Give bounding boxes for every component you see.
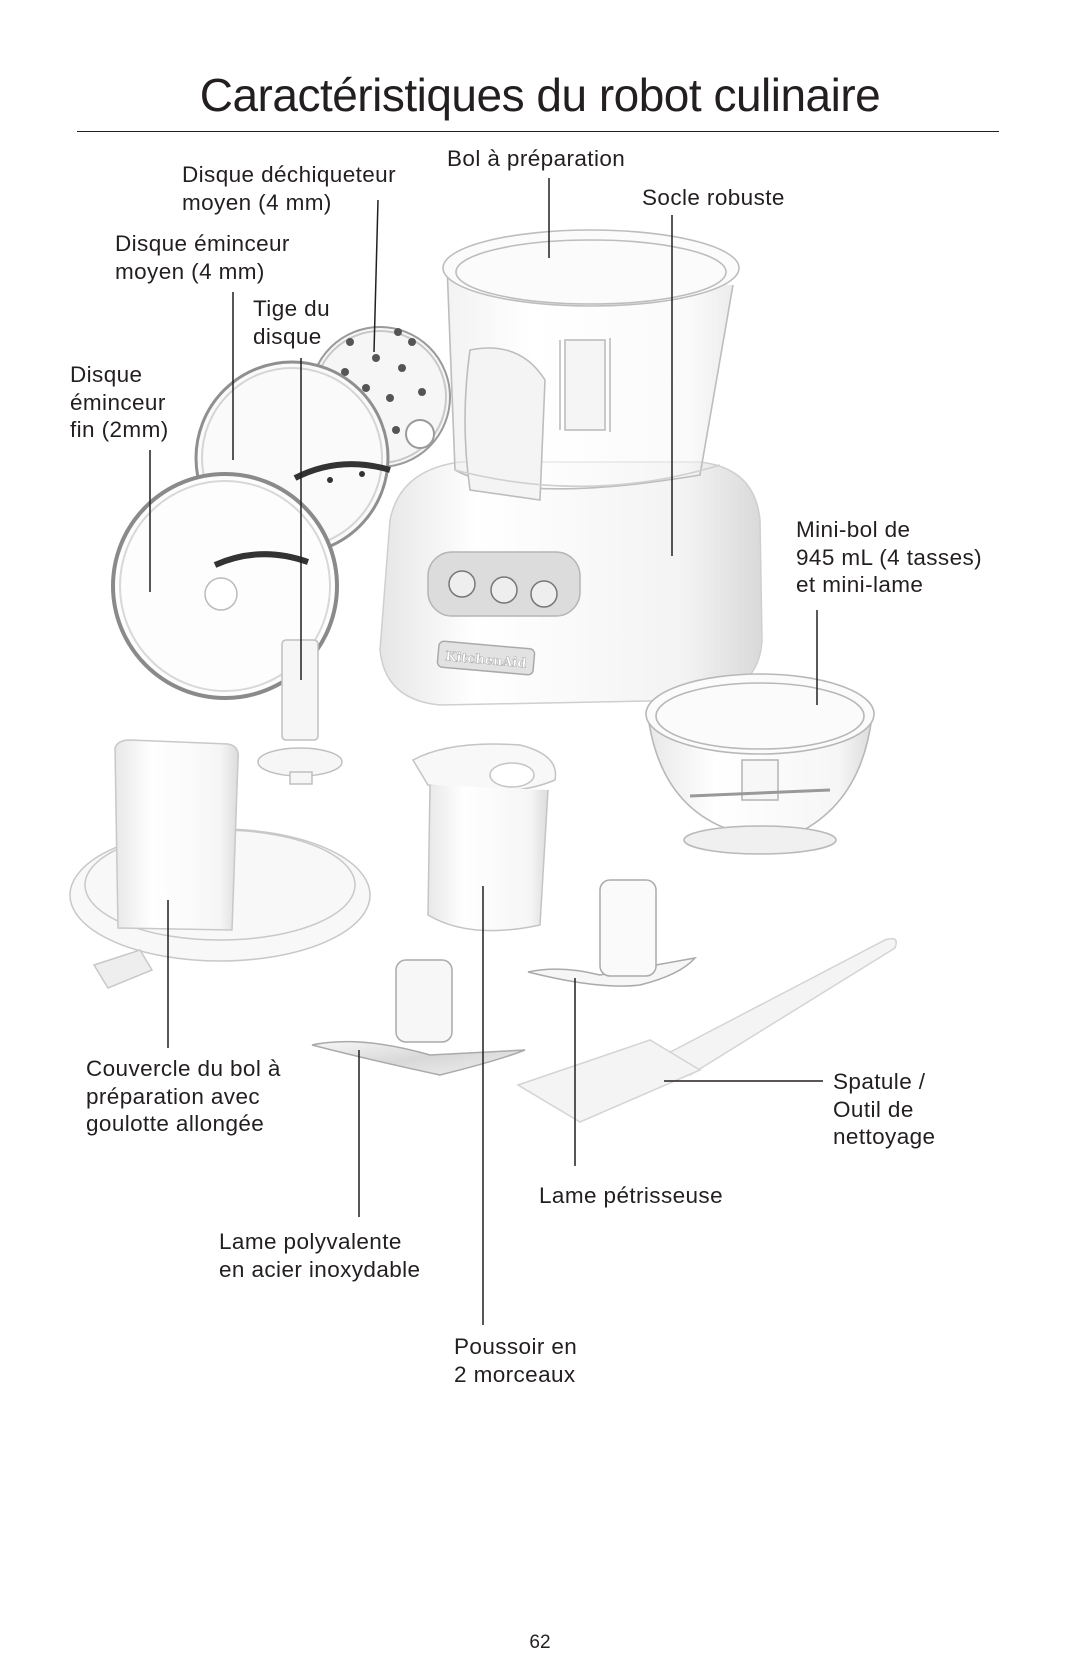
pulse-button [530, 580, 558, 608]
on-button [490, 576, 518, 604]
page-title: Caractéristiques du robot culinaire [199, 69, 881, 121]
two-piece-pusher [411, 743, 557, 932]
label-mini-bowl: Mini-bol de 945 mL (4 tasses) et mini-la… [796, 517, 983, 597]
dough-blade [527, 879, 697, 987]
multipurpose-blade [311, 959, 526, 1076]
disc-stem [257, 639, 343, 785]
label-pusher: Poussoir en 2 morceaux [454, 1334, 578, 1387]
label-disc-stem: Tige du disque [253, 296, 331, 349]
label-work-bowl-cover: Couvercle du bol à préparation avec goul… [86, 1056, 281, 1136]
title-divider [77, 131, 999, 132]
page-number: 62 [529, 1632, 551, 1653]
label-slicing-disc-medium: Disque éminceur moyen (4 mm) [115, 231, 290, 284]
work-bowl-cover [69, 739, 371, 989]
label-slicing-disc-thin: Disque éminceur fin (2mm) [70, 362, 169, 442]
label-dough-blade: Lame pétrisseuse [539, 1183, 723, 1208]
label-base: Socle robuste [642, 185, 785, 210]
brand-badge: KitchenAid [445, 649, 527, 671]
work-bowl [442, 229, 740, 501]
off-button [448, 570, 476, 598]
leader-lines [149, 178, 823, 1325]
label-shredding-disc: Disque déchiqueteur moyen (4 mm) [182, 162, 396, 215]
slicing-disc-thin [111, 472, 339, 700]
label-work-bowl: Bol à préparation [447, 146, 626, 171]
spatula [516, 937, 897, 1123]
label-spatula: Spatule / Outil de nettoyage [833, 1069, 936, 1149]
base-unit [379, 461, 763, 706]
label-multipurpose-blade: Lame polyvalente en acier inoxydable [219, 1229, 421, 1282]
mini-bowl [645, 673, 875, 855]
